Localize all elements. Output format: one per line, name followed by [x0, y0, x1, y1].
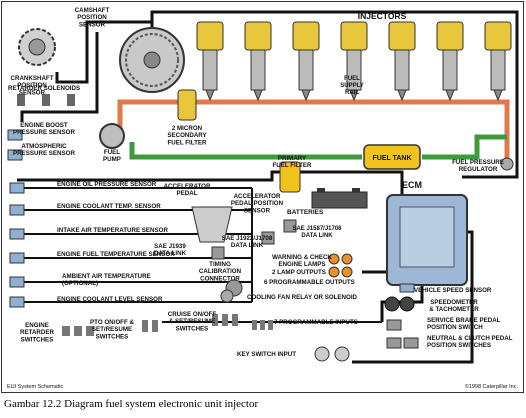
ecm-module	[386, 194, 468, 286]
pto-switches	[142, 320, 158, 332]
warning-lamps	[328, 253, 353, 278]
label-speedometer: SPEEDOMETER& TACHOMETER	[429, 299, 479, 313]
label-batteries: BATTERIES	[287, 209, 324, 216]
neutral-clutch-switches	[386, 337, 419, 349]
cruise-switches	[212, 314, 238, 326]
boost-pressure-sensor	[7, 129, 23, 141]
sensor-icon	[9, 252, 25, 264]
primary-fuel-filter	[279, 161, 301, 193]
sensor-icon	[9, 228, 25, 240]
label-retarder-solenoids: RETARDER SOLENOIDS	[8, 85, 80, 92]
left-sensor-column	[9, 182, 25, 308]
label-ecm: ECM	[402, 180, 422, 190]
fuel-return-line	[129, 134, 507, 160]
injector	[436, 21, 464, 102]
fuel-pressure-regulator	[500, 157, 514, 171]
label-cooling-fan: COOLING FAN RELAY OR SOLENOID	[247, 294, 358, 301]
sensor-icon	[9, 182, 25, 194]
label-oil-pressure: ENGINE OIL PRESSURE SENSOR	[57, 181, 157, 188]
label-key-switch: KEY SWITCH INPUT	[237, 351, 296, 358]
sensor-icon	[9, 276, 25, 288]
atmospheric-pressure-sensor	[7, 149, 23, 161]
service-brake-switch	[386, 319, 402, 331]
accelerator-pedal	[191, 206, 233, 243]
sensor-icon	[9, 204, 25, 216]
label-fuel-tank: FUEL TANK	[372, 155, 411, 162]
label-six-prog-outputs: 6 PROGRAMMABLE OUTPUTS	[264, 279, 355, 286]
fuel-pump	[99, 123, 125, 149]
injector	[484, 21, 512, 102]
fuel-lines	[117, 99, 510, 162]
fuel-supply-line	[117, 99, 510, 162]
footer-right-text: ©1998 Caterpillar Inc.	[465, 383, 519, 390]
retarder-solenoids	[17, 94, 75, 106]
key-switch	[314, 346, 350, 362]
injector	[292, 21, 320, 102]
label-coolant-temp: ENGINE COOLANT TEMP. SENSOR	[57, 203, 161, 210]
label-coolant-level: ENGINE COOLANT LEVEL SENSOR	[57, 296, 163, 303]
sensor-icon	[9, 296, 25, 308]
injector	[244, 21, 272, 102]
label-two-lamp-outputs: 2 LAMP OUTPUTS	[272, 269, 326, 276]
camshaft-gear	[119, 27, 185, 93]
crankshaft-gear	[18, 28, 56, 66]
label-ambient-air: AMBIENT AIR TEMPERATURE(OPTIONAL)	[62, 273, 151, 287]
data-link-connectors	[211, 219, 297, 260]
label-seven-prog-inputs: 7 PROGRAMMABLE INPUTS	[274, 319, 358, 326]
label-vehicle-speed: VEHICLE SPEED SENSOR	[414, 287, 492, 294]
batteries	[311, 188, 368, 209]
fuel-tank	[363, 144, 421, 170]
speedometer-tachometer	[384, 296, 415, 312]
figure-caption: Gambar 12.2 Diagram fuel system electron…	[4, 398, 259, 410]
injector-group	[196, 21, 512, 102]
injector	[196, 21, 224, 102]
cooling-fan-relay	[220, 289, 234, 303]
wiring-harness	[17, 10, 519, 364]
vehicle-speed-sensor	[399, 283, 415, 293]
label-fuel-temp: ENGINE FUEL TEMPERATURE SENSOR	[57, 251, 175, 258]
footer-left-text: EUI System Schematic	[7, 384, 63, 390]
label-intake-air: INTAKE AIR TEMPERATURE SENSOR	[57, 227, 168, 234]
label-injectors: INJECTORS	[358, 11, 407, 21]
engine-retarder-switches	[62, 326, 94, 336]
injector	[388, 21, 416, 102]
programmable-input-switches	[252, 320, 273, 330]
secondary-fuel-filter	[177, 89, 197, 121]
injector	[340, 21, 368, 102]
